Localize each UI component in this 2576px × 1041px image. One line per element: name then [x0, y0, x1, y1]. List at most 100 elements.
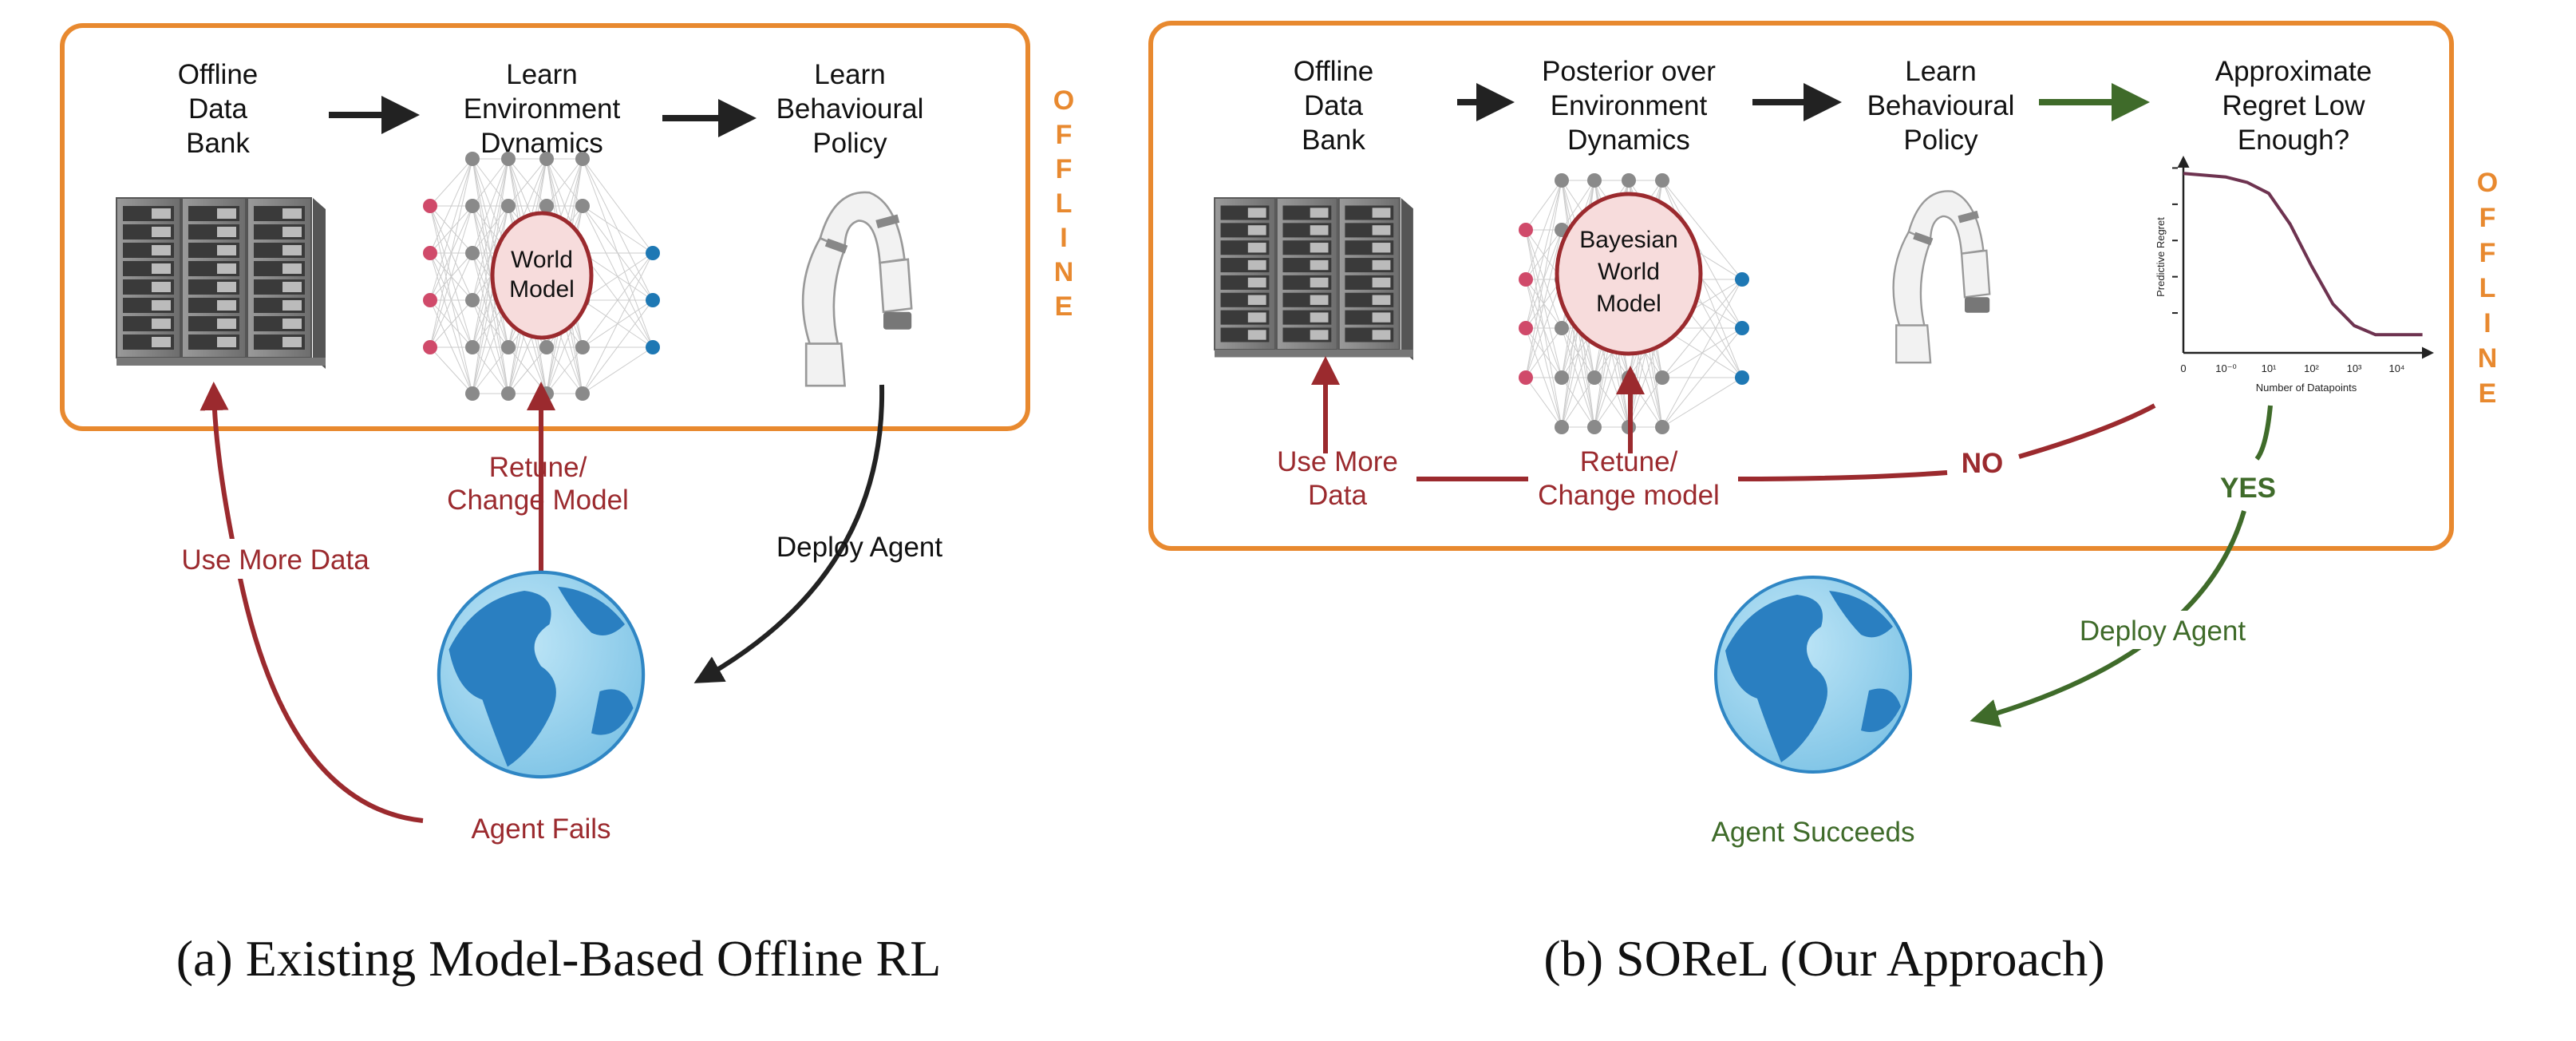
- svg-text:N: N: [2478, 343, 2498, 374]
- continent: [1829, 591, 1893, 638]
- x-tick-label: 10³: [2347, 362, 2362, 374]
- network-node: [646, 246, 660, 260]
- x-tick-label: 10⁴: [2388, 362, 2404, 374]
- rack-unit: [181, 197, 247, 358]
- network-node: [1555, 420, 1569, 434]
- network-node: [423, 340, 437, 354]
- robot-wrist: [879, 258, 913, 314]
- network-node: [539, 152, 554, 166]
- robot-gripper: [883, 311, 912, 330]
- svg-text:L: L: [2479, 273, 2496, 303]
- robot-link: [1892, 230, 1932, 327]
- rack-unit: [1275, 197, 1338, 350]
- network-node: [575, 199, 590, 213]
- network-node: [1735, 370, 1749, 385]
- retune-label: Retune/Change Model: [447, 452, 629, 516]
- svg-text:F: F: [2479, 203, 2496, 233]
- network-node: [465, 199, 480, 213]
- rack-unit: [1214, 197, 1276, 350]
- no-label: NO: [1962, 448, 2004, 479]
- network-node: [501, 152, 516, 166]
- robot-arm-icon: [801, 191, 913, 387]
- network-node: [423, 199, 437, 213]
- network-node: [501, 340, 516, 354]
- network-node: [1519, 370, 1533, 385]
- svg-text:F: F: [1056, 120, 1073, 150]
- caption-a: (a) Existing Model-Based Offline RL: [176, 930, 942, 987]
- network-node: [1519, 272, 1533, 287]
- deploy-agent-label: Deploy Agent: [2080, 615, 2246, 647]
- network-node: [1735, 321, 1749, 335]
- yes-branch-line: [2254, 405, 2273, 461]
- network-node: [539, 340, 554, 354]
- deploy-agent-arrow: [693, 384, 885, 683]
- svg-text:I: I: [1060, 223, 1067, 253]
- network-node: [501, 386, 516, 401]
- offline-vertical-label: O F F L I N E: [1053, 85, 1074, 322]
- network-node: [1587, 370, 1602, 385]
- continent: [448, 591, 556, 767]
- network-node: [1555, 321, 1569, 335]
- x-tick-label: 10²: [2304, 362, 2319, 374]
- use-more-data-arrow: [200, 382, 424, 823]
- network-node: [646, 340, 660, 354]
- continent: [591, 689, 634, 735]
- robot-base: [1895, 324, 1932, 364]
- network-node: [575, 386, 590, 401]
- feedback-line: [1737, 470, 1948, 481]
- robot-base: [804, 342, 847, 387]
- svg-text:N: N: [1054, 257, 1074, 287]
- network-node: [575, 152, 590, 166]
- rack-unit: [247, 197, 312, 358]
- network-node: [1587, 173, 1602, 188]
- svg-text:E: E: [2479, 378, 2497, 409]
- svg-text:L: L: [1056, 188, 1073, 219]
- network-node: [539, 199, 554, 213]
- continent: [1725, 595, 1827, 762]
- network-node: [1735, 272, 1749, 287]
- y-axis-label: Predictive Regret: [2155, 217, 2167, 297]
- network-node: [501, 199, 516, 213]
- network-node: [1655, 370, 1669, 385]
- retune-label: Retune/Change model: [1538, 446, 1720, 511]
- network-node: [1555, 173, 1569, 188]
- robot-arm-icon: [1892, 190, 1991, 364]
- network-node: [1655, 420, 1669, 434]
- outcome-label: Agent Fails: [471, 813, 610, 845]
- continent: [1861, 688, 1901, 732]
- server-rack-icon: [116, 197, 326, 369]
- continent: [558, 586, 625, 635]
- x-tick-label: 10⁻⁰: [2215, 362, 2237, 374]
- svg-text:O: O: [2477, 168, 2498, 198]
- offline-box: [1148, 21, 2454, 551]
- world-model-ellipse: [490, 211, 594, 340]
- network-node: [465, 386, 480, 401]
- server-rack-icon: [1214, 197, 1413, 361]
- network-node: [423, 246, 437, 260]
- network-node: [1555, 370, 1569, 385]
- network-node: [1519, 321, 1533, 335]
- network-node: [646, 293, 660, 307]
- network-node: [465, 246, 480, 260]
- rack-unit: [116, 197, 181, 358]
- offline-vertical-label: O F F L I N E: [2477, 168, 2498, 409]
- bayesian-world-model-ellipse: [1555, 192, 1703, 356]
- svg-text:O: O: [1053, 85, 1074, 116]
- regret-chart: Predictive Regret Number of Datapoints 0…: [2155, 156, 2434, 394]
- no-branch-line: [2018, 403, 2156, 459]
- use-more-data-label: Use More Data: [181, 544, 369, 576]
- network-node: [423, 293, 437, 307]
- outcome-label: Agent Succeeds: [1712, 817, 1915, 848]
- network-node: [1519, 223, 1533, 237]
- svg-text:F: F: [1056, 154, 1073, 184]
